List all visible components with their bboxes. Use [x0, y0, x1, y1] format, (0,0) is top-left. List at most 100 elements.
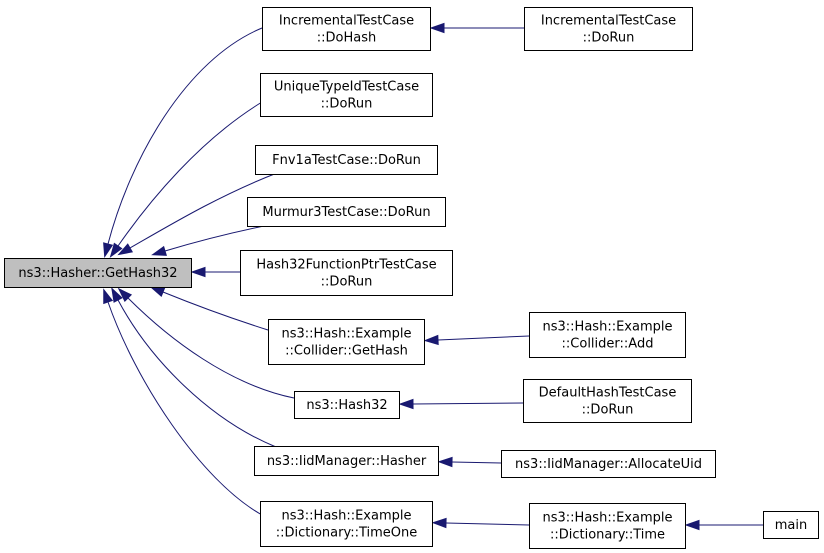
- arrowhead-icon: [398, 398, 414, 410]
- edge-line: [117, 101, 263, 247]
- node-collider-add[interactable]: ns3::Hash::Example::Collider::Add: [529, 312, 686, 358]
- edge-collider-add-to-collider-gethash: [423, 334, 530, 346]
- node-fnv1a-dorun[interactable]: Fnv1aTestCase::DoRun: [255, 145, 438, 175]
- node-label: ns3::Hash::Example: [282, 327, 412, 342]
- node-box[interactable]: [240, 250, 453, 296]
- arrowhead-icon: [190, 266, 206, 278]
- edge-line: [451, 461, 502, 464]
- node-incremental-dohash[interactable]: IncrementalTestCase::DoHash: [262, 7, 431, 51]
- node-box[interactable]: [501, 450, 716, 478]
- node-hash32fptr-dorun[interactable]: Hash32FunctionPtrTestCase::DoRun: [240, 250, 453, 296]
- edge-uniquetypeid-dorun-to-root: [109, 101, 263, 258]
- arrowhead-icon: [429, 22, 445, 34]
- node-box[interactable]: [4, 258, 192, 288]
- node-hash32[interactable]: ns3::Hash32: [294, 391, 400, 419]
- node-murmur3-dorun[interactable]: Murmur3TestCase::DoRun: [247, 197, 446, 227]
- arrowhead-icon: [437, 456, 453, 468]
- edge-incremental-dohash-to-root: [103, 27, 263, 259]
- node-label: ns3::Hash::Example: [543, 511, 673, 526]
- arrowhead-icon: [684, 519, 700, 531]
- node-box[interactable]: [254, 446, 439, 476]
- node-box[interactable]: [260, 501, 433, 547]
- edge-line: [117, 299, 277, 448]
- arrowhead-icon: [117, 287, 133, 303]
- edges-layer: [103, 22, 763, 531]
- edge-murmur3-dorun-to-root: [151, 225, 265, 256]
- edge-dictionary-time-to-dictionary-timeone: [431, 517, 530, 529]
- node-box[interactable]: [247, 197, 446, 227]
- edge-line: [437, 335, 530, 341]
- edge-line: [129, 172, 278, 249]
- node-label: ::DoHash: [317, 31, 376, 46]
- node-box[interactable]: [294, 391, 400, 419]
- edge-line: [412, 402, 524, 405]
- node-main[interactable]: main: [763, 511, 819, 539]
- arrowhead-icon: [423, 334, 439, 346]
- arrowhead-icon: [117, 243, 134, 256]
- arrowhead-icon: [109, 242, 123, 258]
- node-label: ns3::IidManager::AllocateUid: [515, 457, 702, 472]
- node-box[interactable]: [268, 319, 425, 365]
- node-box[interactable]: [529, 312, 686, 358]
- node-root[interactable]: ns3::Hasher::GetHash32: [4, 258, 192, 288]
- arrowhead-icon: [103, 242, 114, 259]
- edge-fnv1a-dorun-to-root: [117, 172, 278, 256]
- node-label: Hash32FunctionPtrTestCase: [256, 258, 436, 273]
- node-dictionary-timeone[interactable]: ns3::Hash::Example::Dictionary::TimeOne: [260, 501, 433, 547]
- edge-hash32-to-root: [117, 287, 295, 399]
- node-box[interactable]: [523, 379, 692, 423]
- edge-main-to-dictionary-time: [684, 519, 763, 531]
- node-incremental-dorun[interactable]: IncrementalTestCase::DoRun: [524, 7, 693, 51]
- edge-dictionary-timeone-to-root: [103, 288, 263, 516]
- edge-line: [164, 225, 265, 252]
- edge-hash32fptr-dorun-to-root: [190, 266, 240, 278]
- node-defaulthash-dorun[interactable]: DefaultHashTestCase::DoRun: [523, 379, 692, 423]
- arrowhead-icon: [111, 287, 123, 303]
- node-iidmanager-hasher[interactable]: ns3::IidManager::Hasher: [254, 446, 439, 476]
- edge-iidmanager-hasher-to-root: [111, 287, 277, 448]
- node-label: ns3::Hash32: [306, 398, 387, 413]
- node-box[interactable]: [262, 7, 431, 51]
- node-box[interactable]: [255, 145, 438, 175]
- node-label: ns3::Hash::Example: [543, 320, 673, 335]
- edge-collider-gethash-to-root: [149, 286, 269, 331]
- arrowhead-icon: [431, 517, 447, 529]
- edge-line: [107, 301, 263, 516]
- node-label: ::DoRun: [582, 403, 634, 418]
- edge-line: [107, 27, 263, 245]
- node-label: Murmur3TestCase::DoRun: [262, 205, 430, 220]
- node-dictionary-time[interactable]: ns3::Hash::Example::Dictionary::Time: [529, 503, 686, 549]
- nodes-layer: ns3::Hasher::GetHash32 IncrementalTestCas…: [4, 7, 819, 549]
- node-label: ::Dictionary::TimeOne: [276, 526, 418, 541]
- node-iidmanager-allocateuid[interactable]: ns3::IidManager::AllocateUid: [501, 450, 716, 478]
- node-collider-gethash[interactable]: ns3::Hash::Example::Collider::GetHash: [268, 319, 425, 365]
- node-label: ::DoRun: [321, 97, 373, 112]
- arrowhead-icon: [103, 288, 114, 305]
- edge-defaulthash-dorun-to-hash32: [398, 398, 524, 410]
- node-box[interactable]: [524, 7, 693, 51]
- edge-line: [162, 291, 269, 331]
- node-label: ::Collider::GetHash: [285, 344, 408, 359]
- node-label: ::Collider::Add: [562, 337, 654, 352]
- edge-iidmanager-allocateuid-to-iidmanager-hasher: [437, 456, 502, 468]
- node-label: ns3::Hasher::GetHash32: [18, 266, 177, 281]
- node-box[interactable]: [260, 73, 433, 117]
- arrowhead-icon: [151, 245, 167, 256]
- arrowhead-icon: [149, 286, 166, 298]
- node-label: Fnv1aTestCase::DoRun: [272, 153, 421, 168]
- edge-line: [127, 297, 295, 399]
- node-label: IncrementalTestCase: [279, 14, 414, 29]
- node-label: ::DoRun: [321, 275, 373, 290]
- node-label: main: [775, 518, 807, 533]
- node-uniquetypeid-dorun[interactable]: UniqueTypeIdTestCase::DoRun: [260, 73, 433, 117]
- node-label: ::Dictionary::Time: [550, 528, 665, 543]
- node-box[interactable]: [529, 503, 686, 549]
- node-label: ns3::IidManager::Hasher: [267, 454, 427, 469]
- node-label: ::DoRun: [583, 31, 635, 46]
- node-box[interactable]: [763, 511, 819, 539]
- node-label: IncrementalTestCase: [541, 14, 676, 29]
- edge-incremental-dorun-to-incremental-dohash: [429, 22, 524, 34]
- edge-line: [445, 522, 530, 526]
- node-label: ns3::Hash::Example: [282, 509, 412, 524]
